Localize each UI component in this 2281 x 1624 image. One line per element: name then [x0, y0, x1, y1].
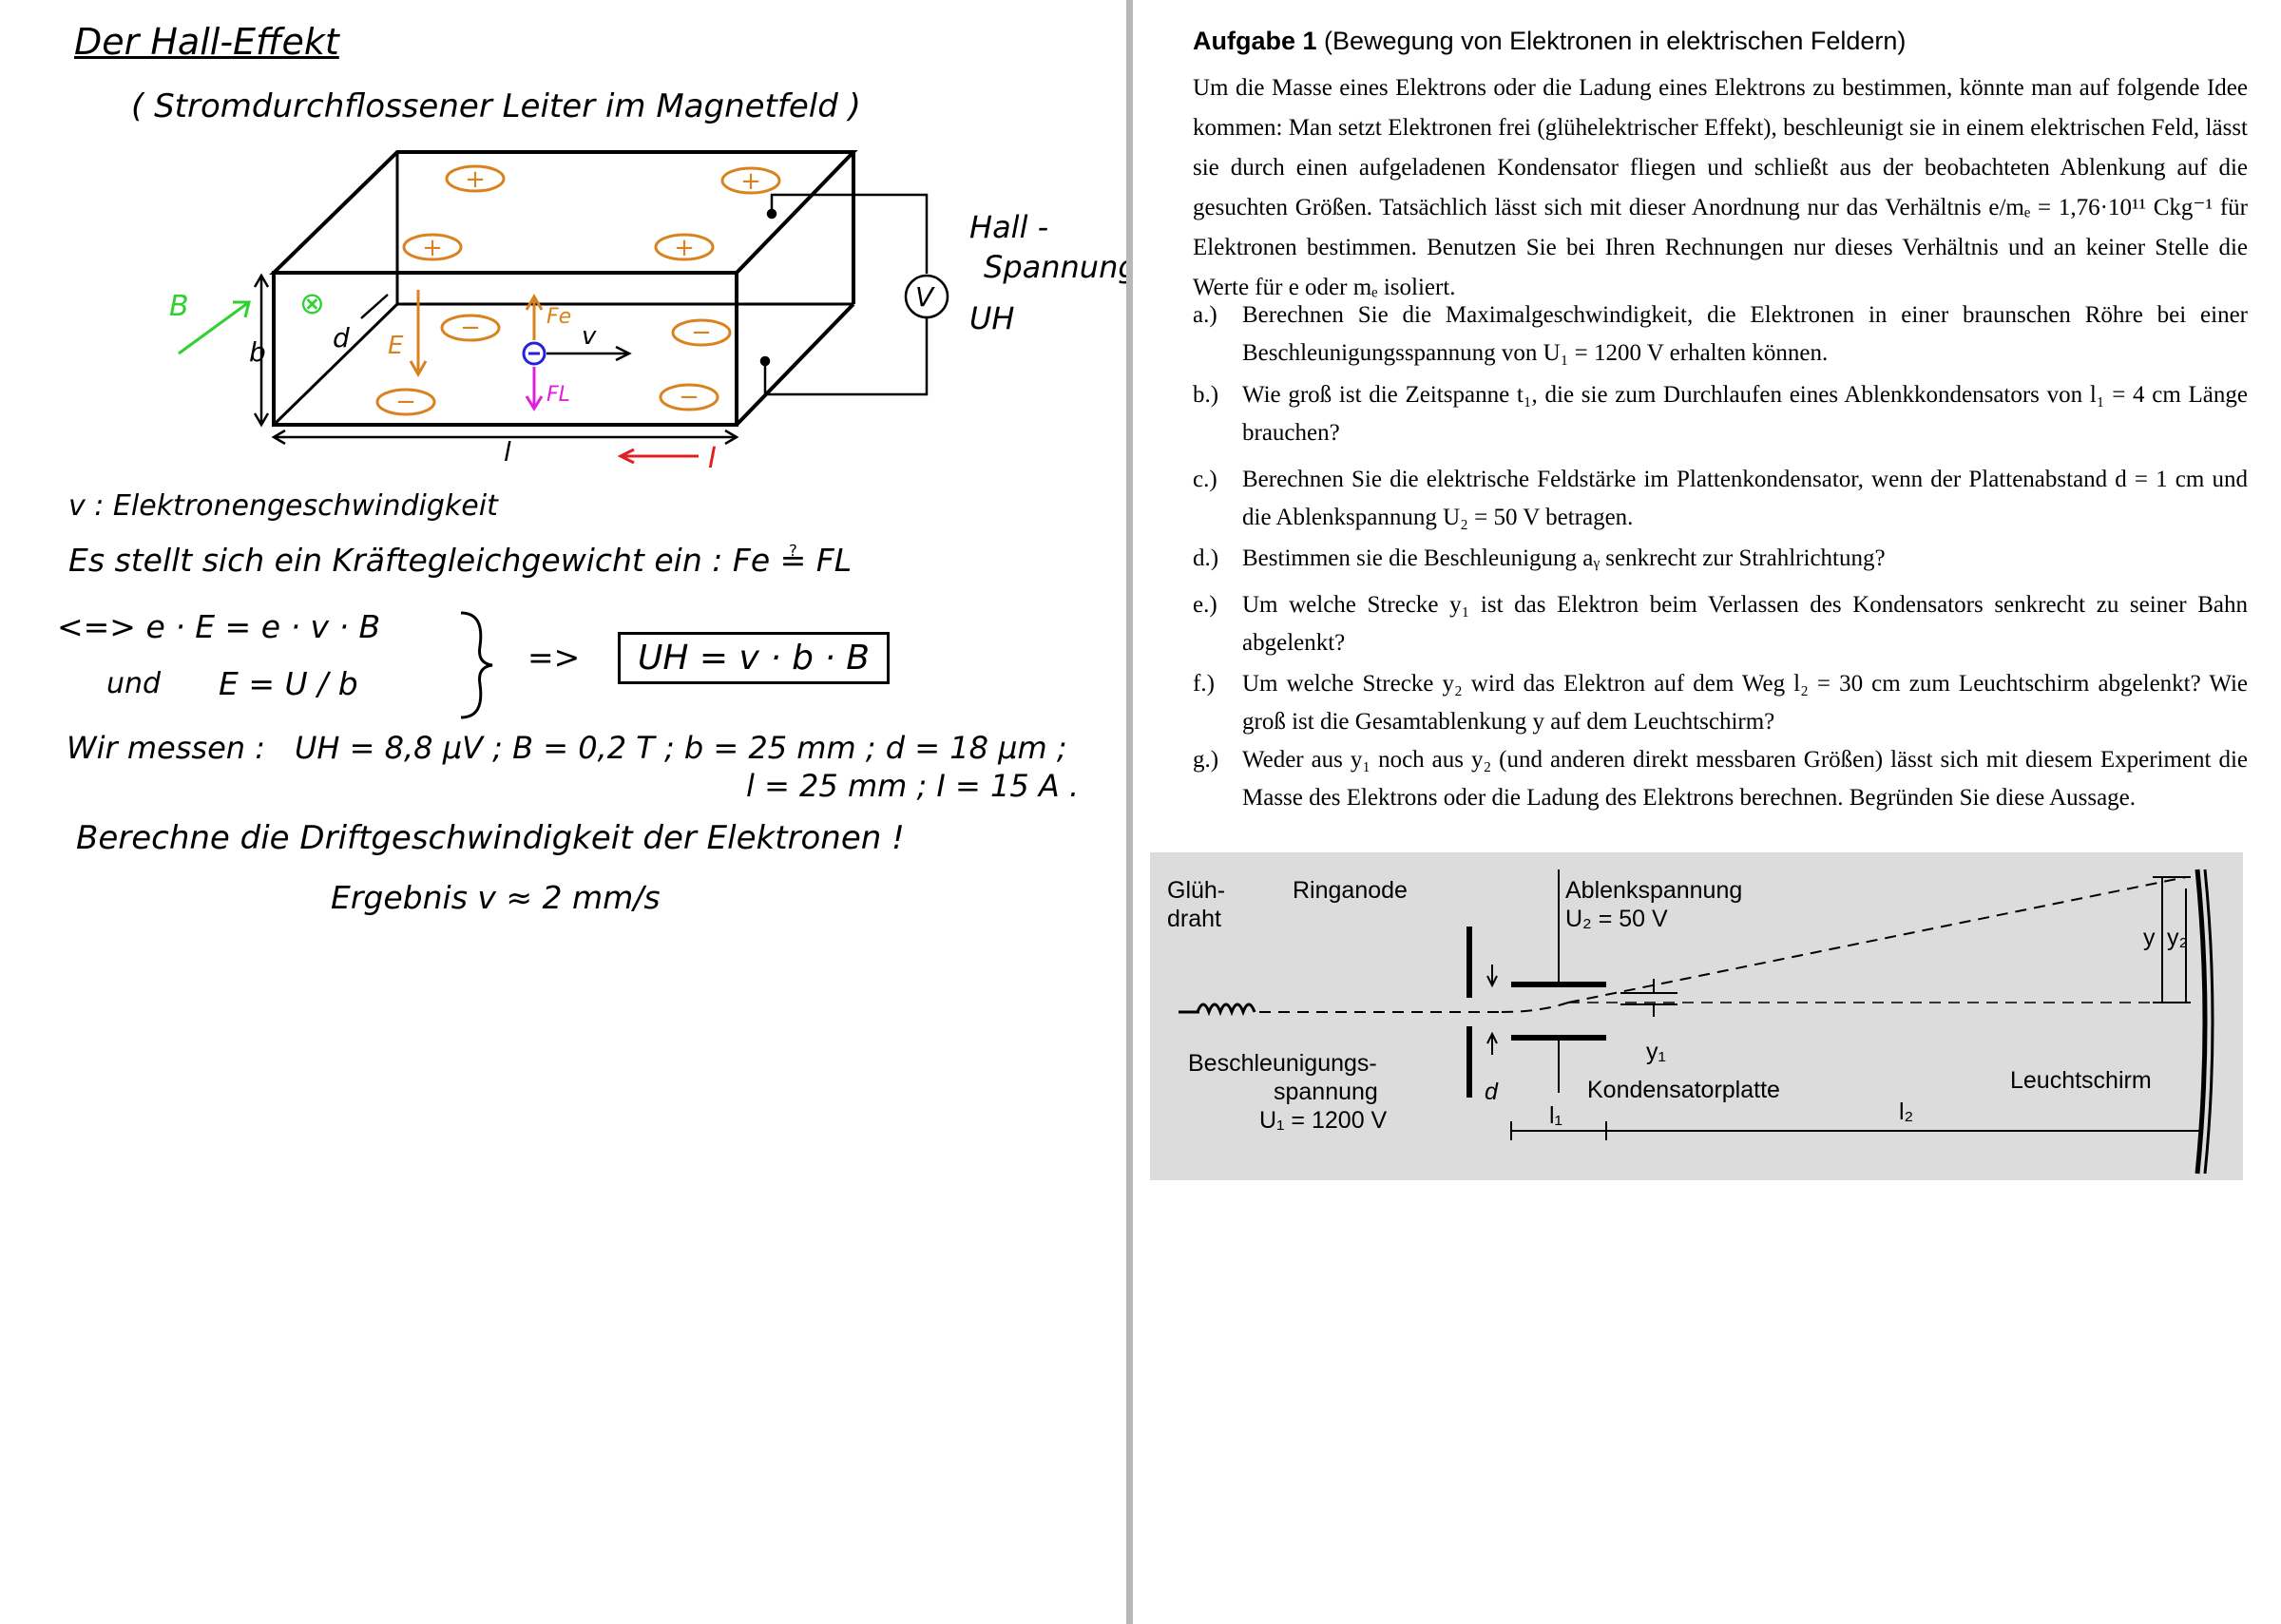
question-e: e.) Um welche Strecke y₁ ist das Elektro… [1193, 586, 2248, 662]
e-field-label: E [388, 332, 404, 360]
label-d: d [1485, 1079, 1499, 1105]
label-u1: U₁ = 1200 V [1259, 1107, 1388, 1134]
task-title: Aufgabe 1 (Bewegung von Elektronen in el… [1193, 27, 1906, 56]
hall-label-2: Spannung [984, 249, 1126, 285]
equation-2: E = U / b [219, 665, 358, 702]
question-label: f.) [1193, 671, 1215, 697]
task-statement: Berechne die Driftgeschwindigkeit der El… [76, 819, 905, 857]
question-text: Um welche Strecke y₁ ist das Elektron be… [1242, 592, 2248, 656]
label-y1: y₁ [1646, 1039, 1666, 1065]
hall-label-1: Hall - [969, 209, 1048, 245]
result-statement: Ergebnis v ≈ 2 mm/s [331, 879, 661, 916]
label-leuchtschirm: Leuchtschirm [2010, 1067, 2152, 1094]
question-text: Berechnen Sie die Maximalgeschwindigkeit… [1242, 302, 2248, 366]
question-label: d.) [1193, 545, 1219, 571]
minus-charge: − [679, 383, 700, 411]
label-l1: l₁ [1549, 1102, 1562, 1129]
positive-charges [402, 164, 781, 261]
fluorescent-screen [2195, 869, 2208, 1175]
dimension-b: b [249, 336, 266, 368]
exercise-sheet: Aufgabe 1 (Bewegung von Elektronen in el… [1140, 0, 2281, 1624]
label-beschleunigung-2: spannung [1274, 1079, 1378, 1105]
task-number: Aufgabe 1 [1193, 27, 1317, 55]
b-field-into-page: ⊗ [299, 285, 325, 321]
question-text: Wie groß ist die Zeitspanne t₁, die sie … [1242, 382, 2248, 446]
current-label: I [708, 442, 717, 475]
ring-anode-top [1466, 927, 1472, 998]
question-text: Weder aus y₁ noch aus y₂ (und anderen di… [1242, 747, 2248, 811]
hall-subtitle: ( Stromdurchflossener Leiter im Magnetfe… [131, 87, 861, 125]
question-label: c.) [1193, 467, 1217, 492]
measurement-line-1-prefix: Wir messen : [67, 730, 265, 766]
conductor-block [269, 150, 858, 427]
label-ablenkspannung: Ablenkspannung [1565, 877, 1742, 904]
dimension-d: d [333, 322, 350, 353]
question-label: b.) [1193, 382, 1219, 408]
label-y: y [2143, 925, 2156, 951]
filament [1196, 1003, 1256, 1017]
hall-title: Der Hall-Effekt [74, 21, 339, 63]
question-g: g.) Weder aus y₁ noch aus y₂ (und andere… [1193, 741, 2248, 817]
question-text: Berechnen Sie die elektrische Feldstärke… [1242, 467, 2248, 530]
minus-charge: − [395, 388, 416, 416]
plus-charge: + [674, 234, 695, 262]
question-b: b.) Wie groß ist die Zeitspanne t₁, die … [1193, 376, 2248, 452]
question-a: a.) Berechnen Sie die Maximalgeschwindig… [1193, 296, 2248, 373]
label-kondensatorplatte: Kondensatorplatte [1587, 1077, 1780, 1103]
capacitor-top-plate [1511, 982, 1606, 987]
result-box: UH = v · b · B [618, 632, 890, 684]
label-u2: U₂ = 50 V [1565, 906, 1668, 932]
question-label: e.) [1193, 592, 1217, 618]
implies-arrow: => [527, 639, 581, 676]
equation-1: <=> e · E = e · v · B [57, 608, 381, 645]
measurement-line-1: UH = 8,8 μV ; B = 0,2 T ; b = 25 mm ; d … [295, 730, 1067, 766]
page-divider [1126, 0, 1133, 1624]
plus-charge: + [465, 165, 486, 194]
task-topic: (Bewegung von Elektronen in elektrischen… [1324, 27, 1907, 55]
force-fe-label: Fe [546, 305, 571, 329]
negative-charges [375, 314, 732, 416]
force-equilibrium: Es stellt sich ein Kräftegleichgewicht e… [68, 542, 853, 579]
b-field-arrow [178, 300, 250, 355]
force-fl-label: FL [546, 383, 570, 407]
hall-circuit [759, 193, 949, 396]
question-label: g.) [1193, 747, 1219, 773]
task-intro: Um die Masse eines Elektrons oder die La… [1193, 75, 2248, 300]
question-c: c.) Berechnen Sie die elektrische Feldst… [1193, 461, 2248, 537]
brace [460, 611, 493, 719]
braun-tube-diagram: Glüh- draht Ringanode Ablenkspannung U₂ … [1150, 852, 2243, 1180]
velocity-label: v [582, 322, 597, 351]
equation-and: und [106, 667, 162, 700]
voltmeter-symbol: V [915, 281, 935, 313]
question-text: Bestimmen sie die Beschleunigung aᵧ senk… [1242, 545, 1886, 571]
label-y2: y₂ [2167, 925, 2188, 951]
question-label: a.) [1193, 302, 1217, 328]
hall-symbol: UH [969, 300, 1014, 336]
label-beschleunigung-1: Beschleunigungs- [1188, 1050, 1377, 1077]
measurement-line-2: l = 25 mm ; I = 15 A . [746, 768, 1080, 804]
velocity-definition: v : Elektronengeschwindigkeit [68, 489, 498, 523]
dimension-l: l [504, 436, 511, 468]
label-ringanode: Ringanode [1293, 877, 1408, 904]
label-gluehdraht-2: draht [1167, 906, 1221, 932]
question-d: d.) Bestimmen sie die Beschleunigung aᵧ … [1193, 540, 2248, 578]
label-l2: l₂ [1899, 1099, 1913, 1125]
plus-charge: + [422, 234, 443, 262]
ring-anode-bottom [1466, 1026, 1472, 1098]
hall-effect-diagram: V Hall - Spannung UH + + + + − − − − [169, 150, 1126, 475]
b-field-label: B [169, 290, 189, 323]
label-gluehdraht-1: Glüh- [1167, 877, 1225, 904]
capacitor-bottom-plate [1511, 1035, 1606, 1041]
question-f: f.) Um welche Strecke y₂ wird das Elektr… [1193, 665, 2248, 741]
hall-effect-notes: Der Hall-Effekt ( Stromdurchflossener Le… [0, 0, 1126, 1624]
minus-charge: − [460, 314, 481, 342]
electron [522, 341, 546, 366]
plus-charge: + [740, 167, 761, 196]
question-text: Um welche Strecke y₂ wird das Elektron a… [1242, 671, 2248, 735]
minus-charge: − [691, 318, 712, 347]
